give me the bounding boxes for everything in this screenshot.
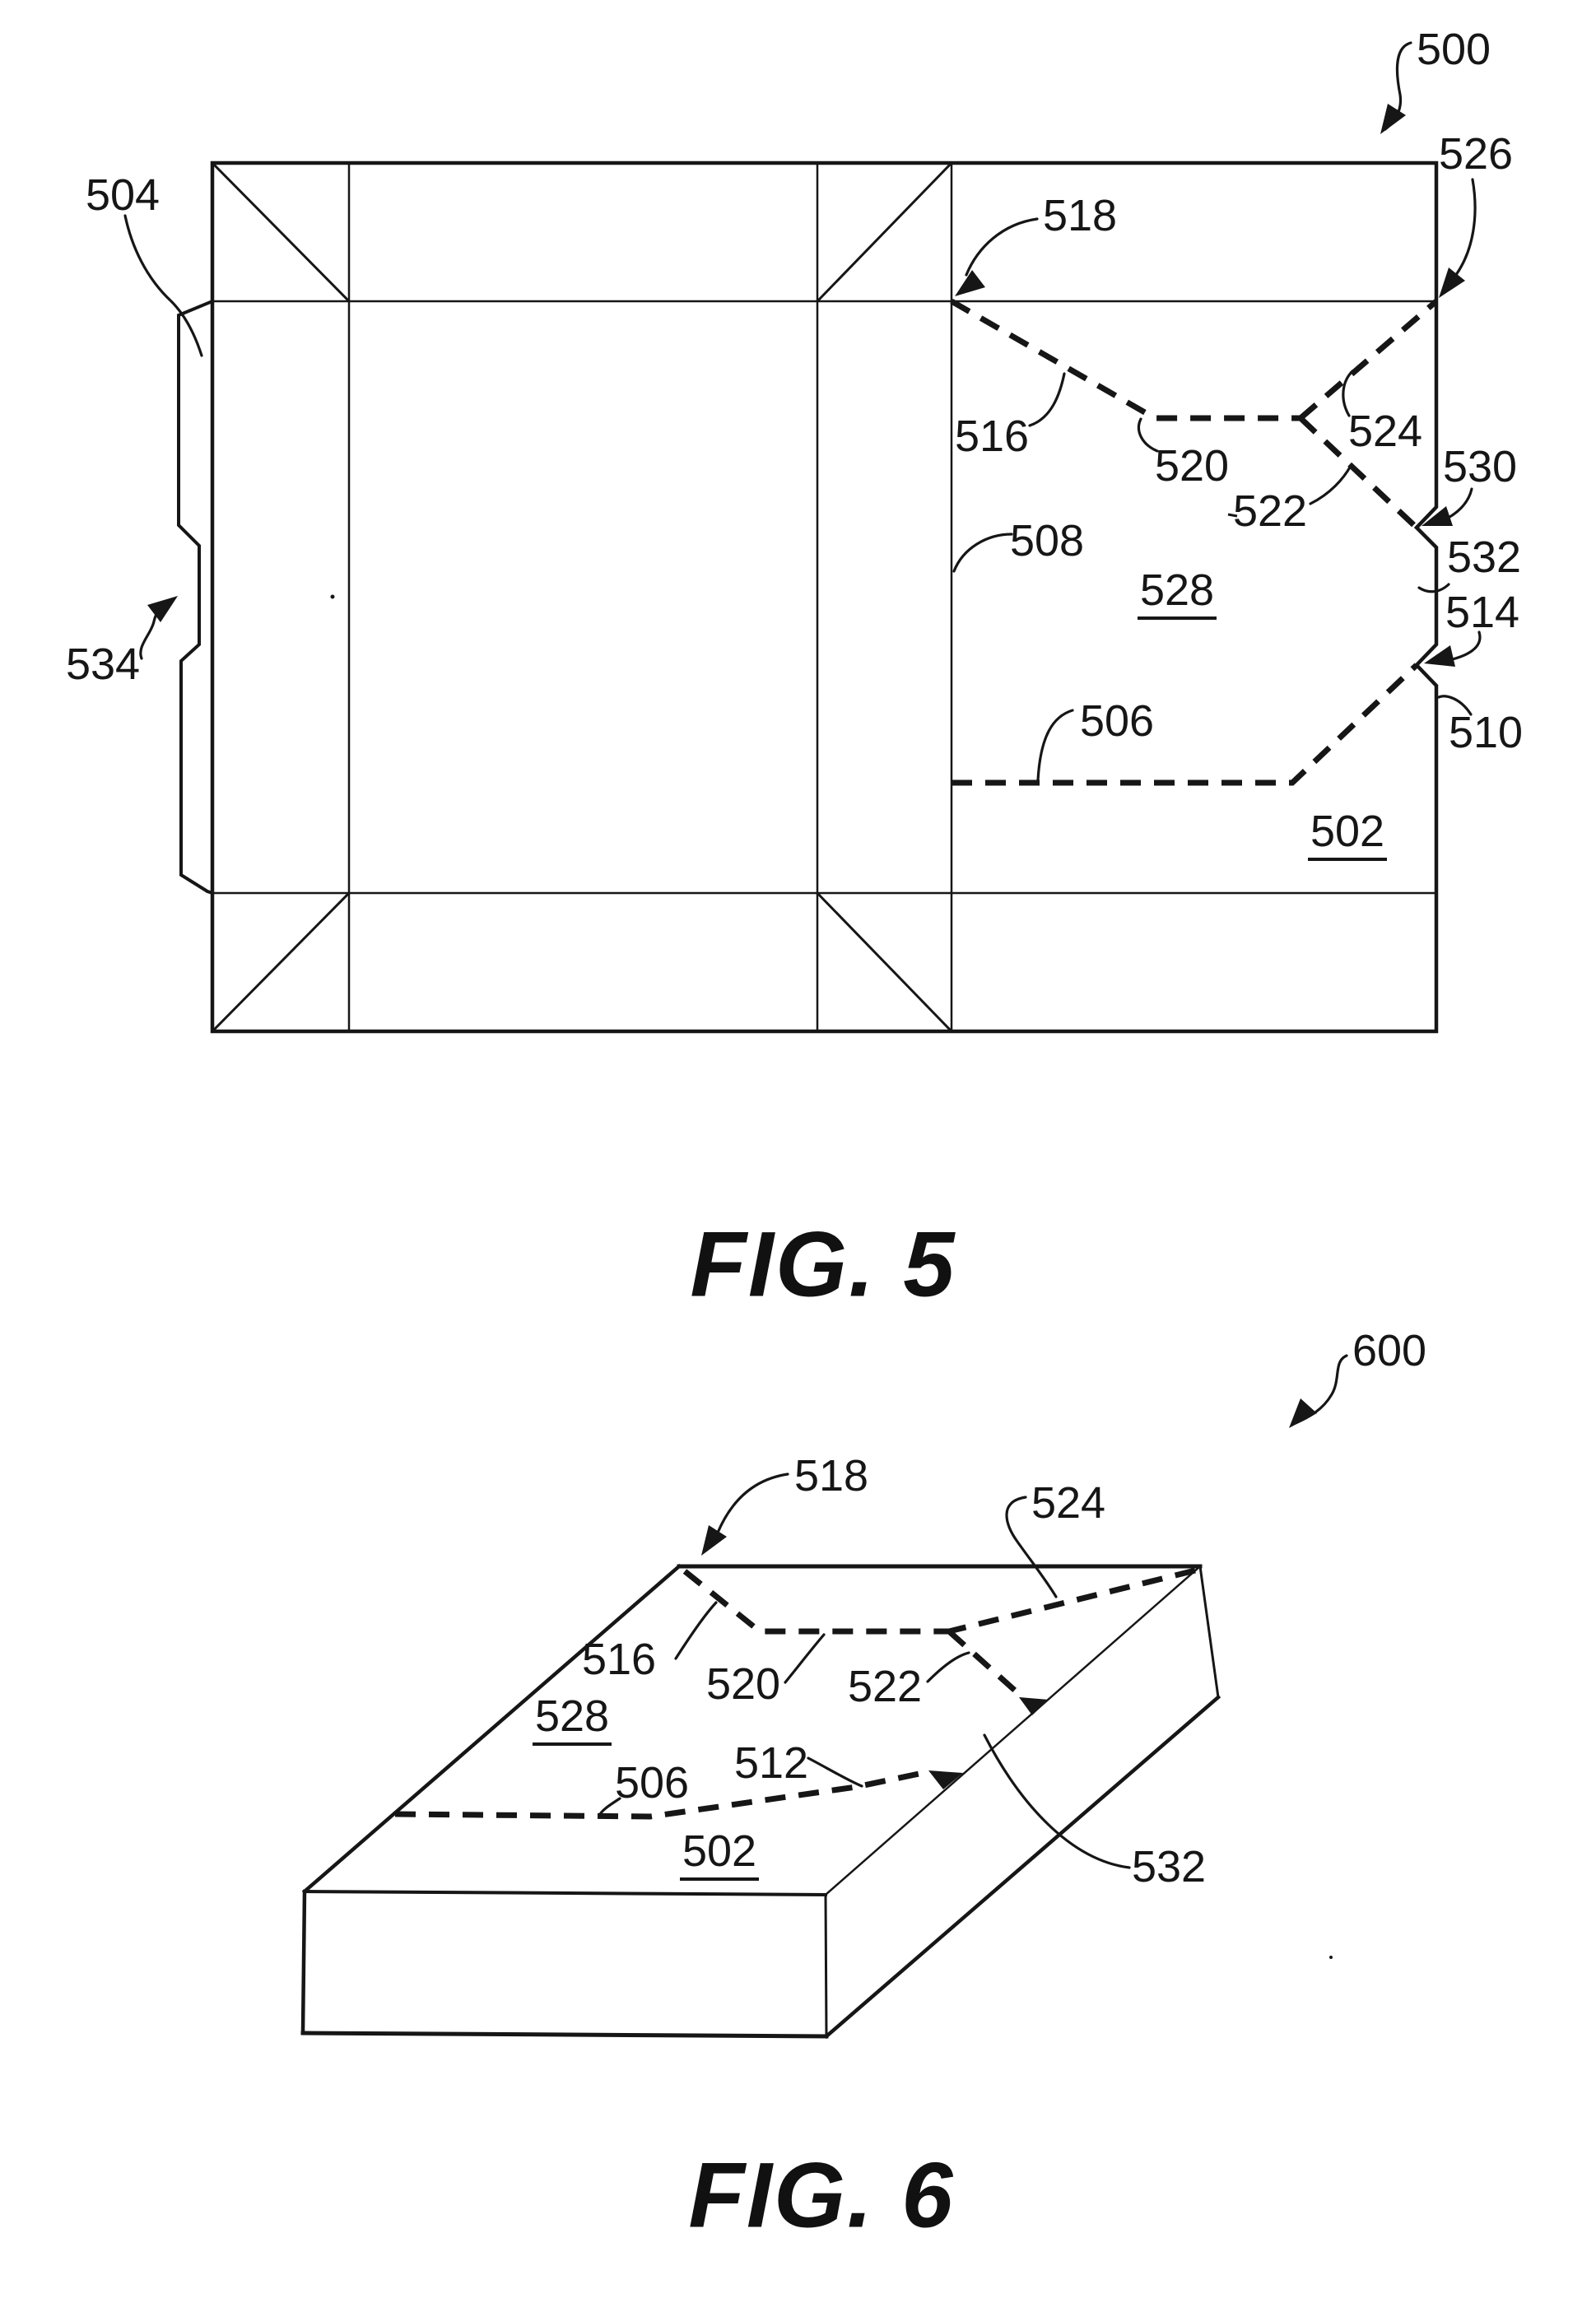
leader-532	[983, 1733, 1131, 1869]
leader-516	[674, 1601, 718, 1660]
leader-522	[1309, 464, 1352, 505]
corner-diagonal-top-left	[210, 161, 351, 304]
side-flap-outline	[177, 299, 215, 896]
leader-510	[1437, 695, 1473, 716]
reference-numeral-512: 512	[734, 1738, 808, 1788]
corner-diagonal-top-right	[815, 161, 954, 304]
reference-numeral-516: 516	[955, 412, 1029, 461]
leader-520	[784, 1633, 826, 1684]
tear-line-522	[1298, 416, 1419, 530]
reference-numeral-502: 502	[1310, 807, 1384, 856]
reference-numeral-502: 502	[682, 1826, 756, 1876]
leader-504	[123, 214, 203, 357]
reference-numeral-506: 506	[1080, 696, 1154, 746]
reference-numeral-518: 518	[1043, 191, 1117, 240]
leader-516	[1028, 372, 1066, 427]
print-artifact-dot	[1329, 1956, 1333, 1959]
reference-numeral-528: 528	[1140, 565, 1214, 615]
box-back-right-vertical-edge	[1198, 1565, 1220, 1699]
leader-506	[1036, 709, 1074, 782]
reference-numeral-532: 532	[1132, 1842, 1206, 1891]
reference-numeral-516: 516	[582, 1635, 656, 1684]
arrowhead-534	[147, 596, 178, 622]
tear-dart-512	[928, 1770, 963, 1789]
reference-numeral-522: 522	[848, 1662, 922, 1711]
arrowhead-500	[1380, 104, 1406, 134]
arrowhead-514	[1424, 645, 1455, 667]
box-front-bottom-edge	[300, 2031, 829, 2039]
leader-524	[1005, 1496, 1058, 1598]
print-artifact-dash	[1227, 513, 1238, 518]
arrowhead-526	[1439, 268, 1465, 298]
tear-line-506	[952, 663, 1419, 786]
reference-numeral-530: 530	[1443, 442, 1517, 491]
leader-512	[807, 1756, 863, 1788]
tear-dart-522	[1019, 1697, 1049, 1715]
box-top-front-edge	[302, 1889, 828, 1897]
reference-numeral-524: 524	[1031, 1478, 1105, 1528]
box-top-right-edge	[824, 1565, 1202, 1896]
corner-diagonal-bottom-right	[815, 891, 954, 1034]
leader-532	[1417, 583, 1450, 593]
tear-line-524	[948, 1567, 1196, 1635]
arrowhead-518	[701, 1525, 727, 1556]
reference-numeral-518: 518	[794, 1451, 868, 1500]
reference-numeral-514: 514	[1445, 588, 1519, 637]
reference-numeral-526: 526	[1439, 129, 1513, 179]
print-artifact-dot	[330, 594, 335, 599]
reference-numeral-508: 508	[1010, 516, 1084, 565]
corner-diagonal-bottom-left	[210, 891, 351, 1034]
reference-numeral-500: 500	[1417, 25, 1491, 74]
leader-526	[1452, 178, 1477, 280]
leader-520	[1137, 417, 1159, 453]
blank-outline	[210, 161, 1439, 1034]
reference-numeral-524: 524	[1348, 407, 1422, 456]
leader-508	[952, 533, 1013, 573]
reference-numeral-600: 600	[1352, 1326, 1426, 1375]
tear-line-524	[1298, 299, 1439, 421]
reference-numeral-504: 504	[86, 170, 160, 220]
reference-numeral-510: 510	[1449, 708, 1523, 757]
box-right-bottom-edge	[823, 1694, 1221, 2040]
leader-518	[965, 217, 1039, 277]
arrowhead-518	[955, 270, 985, 296]
reference-numeral-532: 532	[1447, 533, 1521, 582]
leader-506	[598, 1797, 621, 1817]
arrowhead-600	[1289, 1398, 1317, 1428]
reference-numeral-506: 506	[615, 1758, 689, 1808]
leader-522	[926, 1651, 970, 1683]
leader-524	[1342, 370, 1354, 417]
box-front-left-vertical-edge	[300, 1889, 307, 2035]
reference-numeral-520: 520	[706, 1659, 780, 1709]
reference-numeral-522: 522	[1233, 486, 1307, 536]
tear-line-516-520	[950, 298, 1301, 421]
fig5-caption: FIG. 5	[690, 1213, 956, 1316]
arrowhead-530	[1422, 506, 1453, 526]
tear-line-516-520	[682, 1569, 949, 1635]
reference-numeral-520: 520	[1155, 441, 1229, 491]
tear-line-522	[947, 1629, 1023, 1698]
reference-numeral-528: 528	[535, 1691, 609, 1741]
reference-numeral-534: 534	[66, 640, 140, 689]
fig6-caption: FIG. 6	[688, 2144, 954, 2247]
leader-518	[716, 1473, 789, 1534]
box-top-left-edge	[301, 1563, 682, 1895]
